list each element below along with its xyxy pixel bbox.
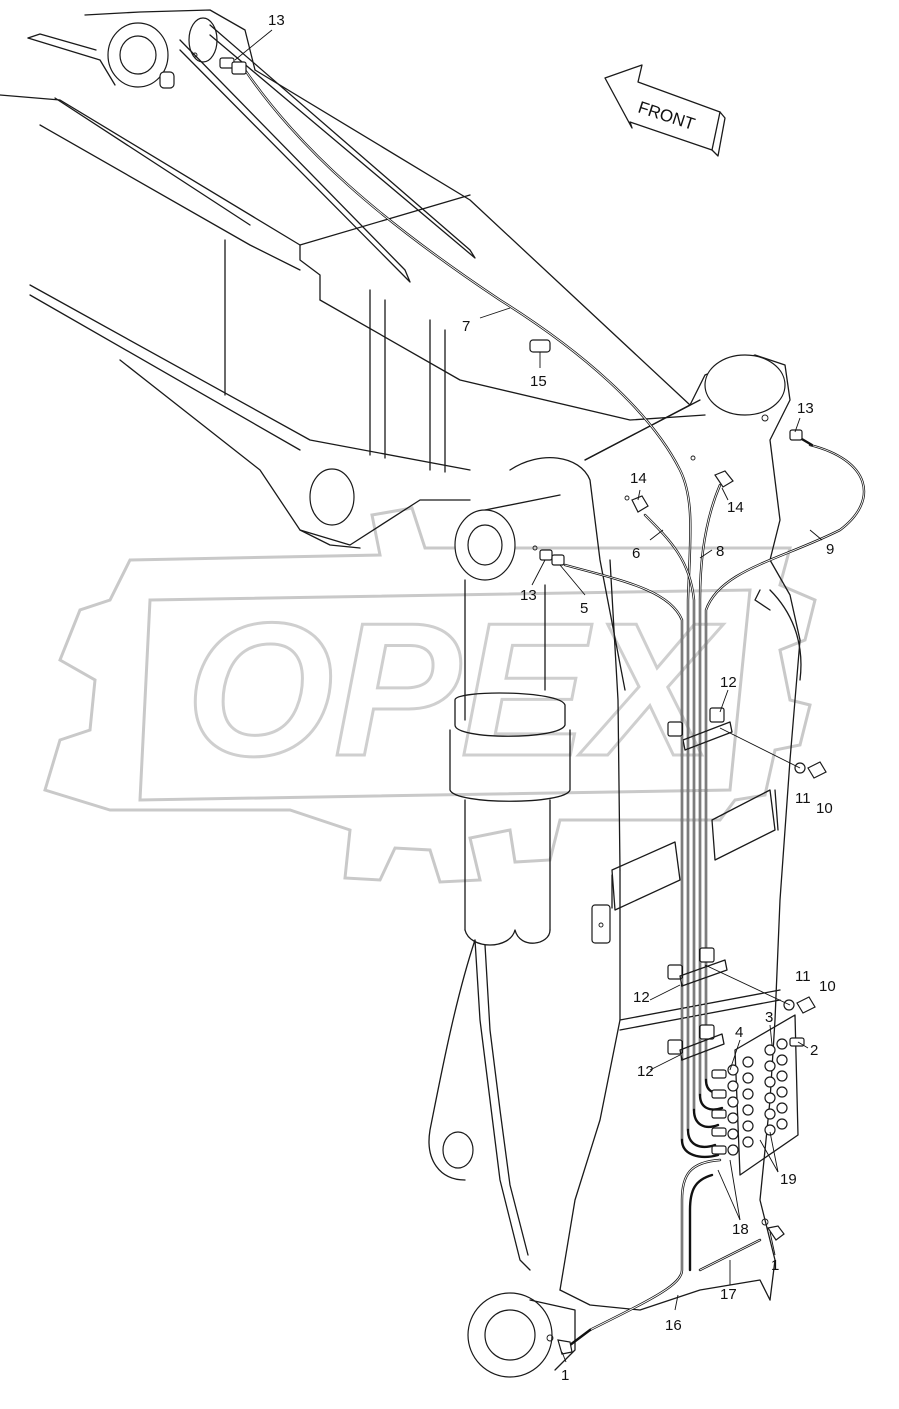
arm-structure	[428, 354, 802, 1378]
callout-11-upper: 11	[795, 790, 811, 807]
opex-watermark: OPEX	[43, 506, 817, 884]
hose-9	[704, 443, 866, 1082]
callout-14-right: 14	[727, 499, 744, 516]
callout-8: 8	[716, 543, 724, 560]
callout-1-right: 1	[771, 1257, 779, 1274]
callout-12-upper: 12	[720, 674, 737, 691]
callout-19: 19	[780, 1171, 797, 1188]
fittings	[192, 52, 827, 1355]
callout-15: 15	[530, 373, 547, 390]
callout-4: 4	[735, 1024, 743, 1041]
arm-top-pin	[704, 354, 786, 416]
callout-12-lower: 12	[637, 1063, 654, 1080]
manifold-fittings	[711, 1037, 805, 1156]
callout-7: 7	[462, 318, 470, 335]
front-label: FRONT	[636, 98, 698, 134]
callout-12-mid: 12	[633, 989, 650, 1006]
callout-10-lower: 10	[819, 978, 836, 995]
callout-2: 2	[810, 1042, 818, 1059]
hoses	[243, 68, 866, 1347]
callout-labels: 13 7 15 13 14 14 6 8 9 13 5 12 11 10 11 …	[268, 12, 836, 1384]
callout-17: 17	[720, 1286, 737, 1303]
callout-13-top: 13	[268, 12, 285, 29]
callout-10-upper: 10	[816, 800, 833, 817]
clamp-15	[529, 339, 551, 353]
callout-1-bottom: 1	[561, 1367, 569, 1384]
upper-boom	[0, 9, 706, 549]
callout-14-left: 14	[630, 470, 647, 487]
leader-lines	[234, 29, 823, 1363]
callout-6: 6	[632, 545, 640, 562]
callout-11-lower: 11	[795, 968, 811, 985]
front-direction-arrow: FRONT	[604, 64, 726, 157]
callout-9: 9	[826, 541, 834, 558]
callout-13-mid: 13	[520, 587, 537, 604]
callout-13-right: 13	[797, 400, 814, 417]
boom-pin-hole	[309, 468, 355, 526]
callout-3: 3	[765, 1009, 773, 1026]
callout-5: 5	[580, 600, 588, 617]
callout-18: 18	[732, 1221, 749, 1238]
callout-16: 16	[665, 1317, 682, 1334]
watermark-text: OPEX	[186, 584, 724, 796]
